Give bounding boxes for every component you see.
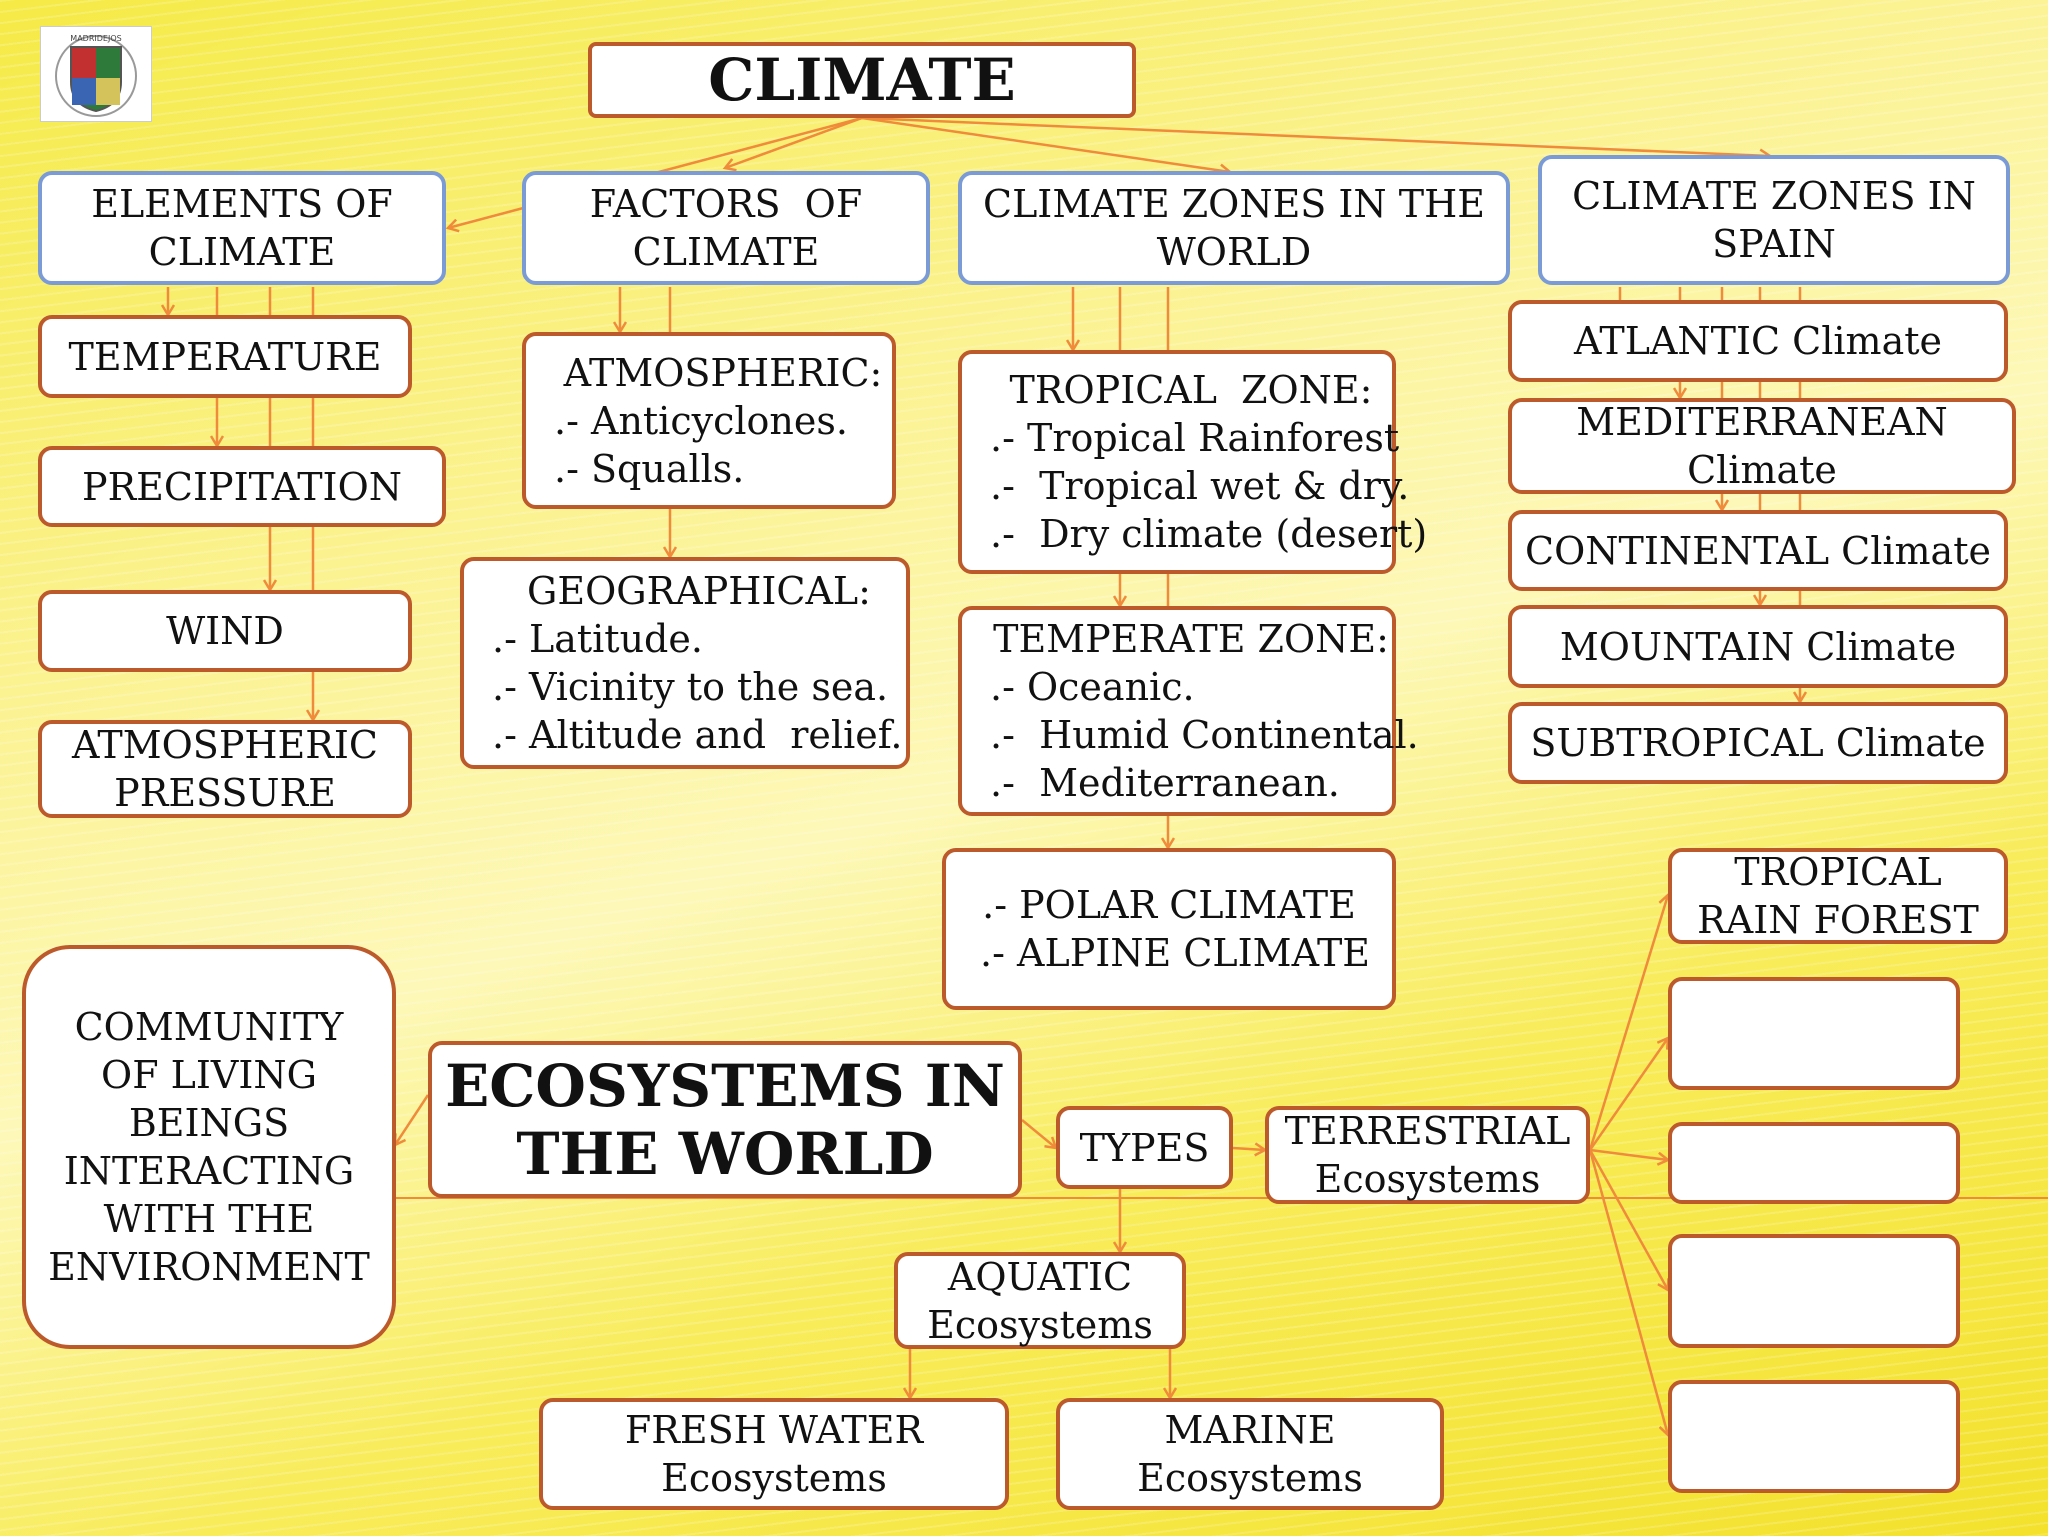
school-logo: MADRIDEJOS (40, 26, 152, 122)
spain-atlantic: ATLANTIC Climate (1508, 300, 2008, 382)
link-terr-ex5 (1588, 1149, 1668, 1435)
link-eco-definition (395, 1094, 430, 1145)
link-terr-ex4 (1588, 1149, 1668, 1290)
terrestrial-example-blank (1668, 1234, 1960, 1348)
link-climate-worldzones (861, 116, 1230, 172)
element-temperature: TEMPERATURE (38, 315, 412, 398)
zone-temperate: TEMPERATE ZONE: .- Oceanic. .- Humid Con… (958, 606, 1419, 816)
link-terr-ex3 (1589, 1148, 1668, 1160)
zone-polar-alpine: .- POLAR CLIMATE .- ALPINE CLIMATE (942, 848, 1396, 1010)
zone-tropical: TROPICAL ZONE: .- Tropical Rainforest .-… (958, 350, 1427, 574)
factor-geographical: GEOGRAPHICAL: .- Latitude. .- Vicinity t… (460, 557, 910, 769)
factor-atmospheric: ATMOSPHERIC: .- Anticyclones. .- Squalls… (522, 332, 896, 509)
link-terr-ex2 (1588, 1038, 1668, 1151)
element-precipitation: PRECIPITATION (38, 446, 446, 527)
terrestrial-example-blank (1668, 1122, 1960, 1204)
svg-text:MADRIDEJOS: MADRIDEJOS (70, 34, 121, 43)
link-terr-ex1 (1588, 895, 1668, 1151)
link-eco-types (1021, 1119, 1056, 1148)
climate-title: CLIMATE (588, 42, 1136, 118)
ecosystem-definition: COMMUNITY OF LIVING BEINGS INTERACTING W… (22, 945, 396, 1349)
spain-continental: CONTINENTAL Climate (1508, 510, 2008, 591)
element-wind: WIND (38, 590, 412, 672)
link-types-terrestrial (1232, 1148, 1265, 1150)
terrestrial-example-blank (1668, 977, 1960, 1090)
link-climate-factors (725, 116, 863, 168)
spain-subtropical: SUBTROPICAL Climate (1508, 702, 2008, 784)
school-crest-icon: MADRIDEJOS (55, 34, 137, 117)
link-climate-spain (861, 116, 1770, 156)
terrestrial-example-blank (1668, 1380, 1960, 1493)
spain-mountain: MOUNTAIN Climate (1508, 605, 2008, 688)
ecosystem-types: TYPES (1056, 1106, 1233, 1189)
